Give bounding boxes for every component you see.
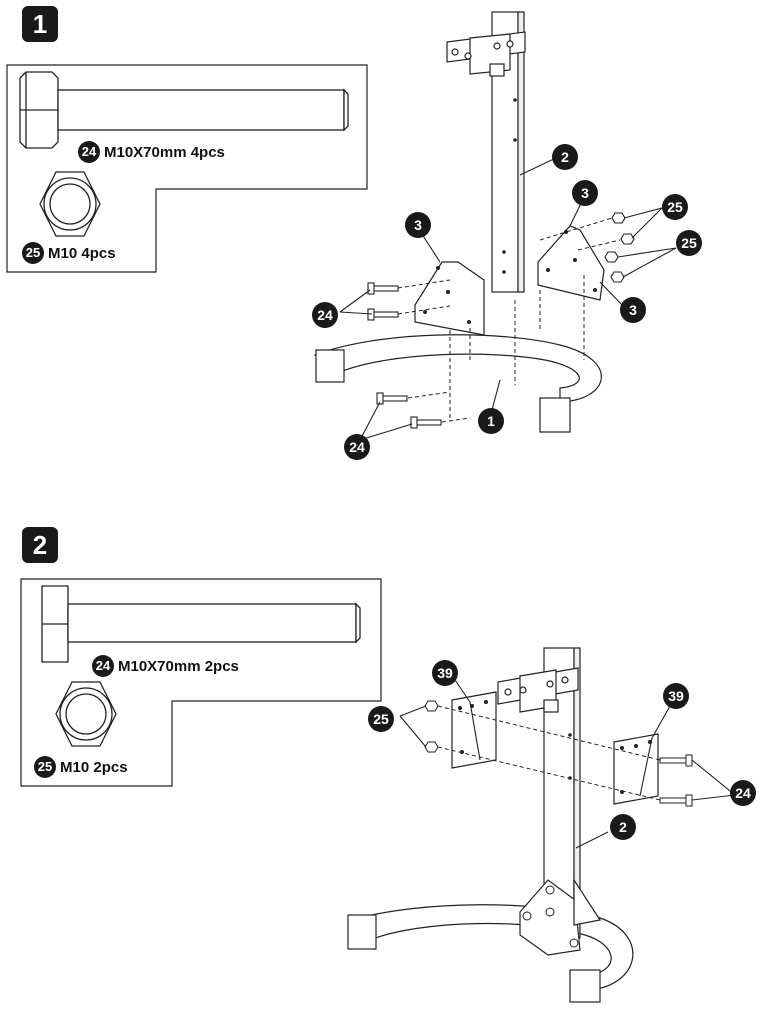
- callout-upright: 2: [610, 814, 636, 840]
- callout-plate-right: 39: [663, 683, 689, 709]
- callout-bolts-bottom: 24: [344, 434, 370, 460]
- bolt-icon: [41, 585, 361, 663]
- step-1-parts-box: [6, 64, 368, 274]
- nut-spec-text: M10 2pcs: [60, 758, 128, 776]
- callout-bolts-top: 24: [312, 302, 338, 328]
- callout-nuts-b: 25: [676, 230, 702, 256]
- step-2-badge: 2: [22, 527, 58, 563]
- callout-plate-left: 39: [432, 660, 458, 686]
- nut-spec-label: 25 M10 4pcs: [22, 242, 116, 264]
- bolt-spec-label: 24 M10X70mm 4pcs: [78, 141, 225, 163]
- bolt-spec-text: M10X70mm 4pcs: [104, 143, 225, 161]
- nut-spec-text: M10 4pcs: [48, 244, 116, 262]
- part-number-badge: 25: [22, 242, 44, 264]
- bolt-spec-text: M10X70mm 2pcs: [118, 657, 239, 675]
- step-1-badge: 1: [22, 6, 58, 42]
- callout-plate-left: 3: [405, 212, 431, 238]
- part-number-badge: 24: [92, 655, 114, 677]
- callout-plate-right-top: 3: [572, 180, 598, 206]
- bolt-icon: [19, 71, 349, 149]
- nut-icon: [55, 681, 117, 747]
- nut-icon: [39, 171, 101, 237]
- callout-bolts: 24: [730, 780, 756, 806]
- callout-plate-right-bottom: 3: [620, 297, 646, 323]
- callout-base: 1: [478, 408, 504, 434]
- part-number-badge: 24: [78, 141, 100, 163]
- step-2-parts-box: [20, 578, 382, 788]
- callout-nuts-a: 25: [662, 194, 688, 220]
- step-1-assembly-drawing: [313, 11, 677, 441]
- nut-spec-label: 25 M10 2pcs: [34, 756, 128, 778]
- step-2-assembly-drawing: [347, 647, 736, 1003]
- part-number-badge: 25: [34, 756, 56, 778]
- callout-nuts: 25: [368, 706, 394, 732]
- bolt-spec-label: 24 M10X70mm 2pcs: [92, 655, 239, 677]
- callout-upright: 2: [552, 144, 578, 170]
